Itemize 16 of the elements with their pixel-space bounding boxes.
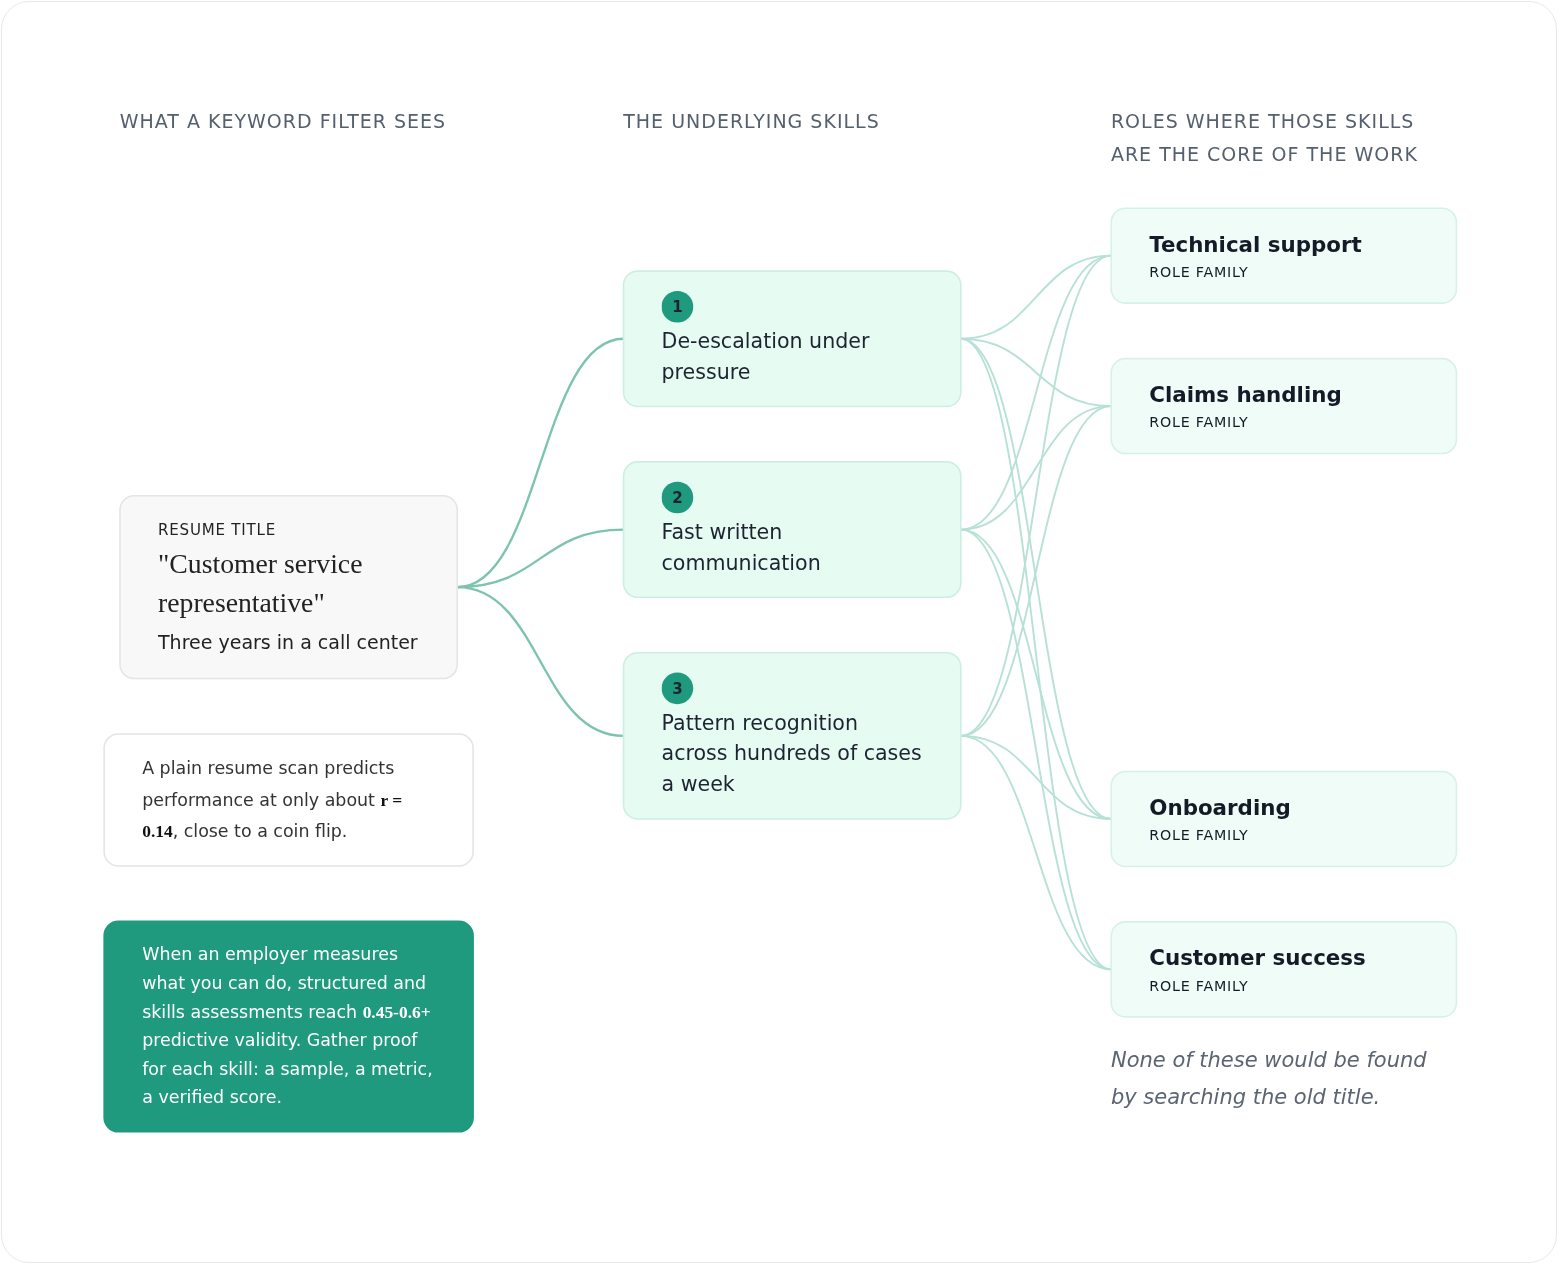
node-box: 3 Pattern recognition across hundreds of cases a week [622, 651, 962, 820]
node-box: Customer success ROLE FAMILY [1110, 921, 1457, 1018]
column-heading: ROLES WHERE THOSE SKILLS ARE THE CORE OF THE WORK [1110, 109, 1419, 168]
column-heading: THE UNDERLYING SKILLS [623, 109, 881, 134]
node-box: Onboarding ROLE FAMILY [1110, 770, 1457, 868]
node-box: RESUME TITLE "Customer service representative" Three years in a call center [118, 495, 458, 680]
column-heading: WHAT A KEYWORD FILTER SEES [119, 109, 448, 134]
note-text: None of these would be found by searching the old title. [1110, 1046, 1428, 1111]
connector [456, 586, 624, 737]
node-box: Technical support ROLE FAMILY [1110, 207, 1457, 304]
connector [959, 337, 1112, 971]
node-box: When an employer measures what you can do, structured and skills assessments reach 0.45-0.6+ predictive validity. Gather proof for each skill: a sample, a metric, a verified score. [103, 920, 474, 1133]
node-box: Claims handling ROLE FAMILY [1110, 357, 1457, 455]
node-box: 1 De-escalation under pressure [622, 270, 962, 408]
node-box: 2 Fast written communication [622, 461, 962, 599]
node-box: A plain resume scan predicts performance at only about r = 0.14, close to a coin flip. [103, 733, 474, 867]
